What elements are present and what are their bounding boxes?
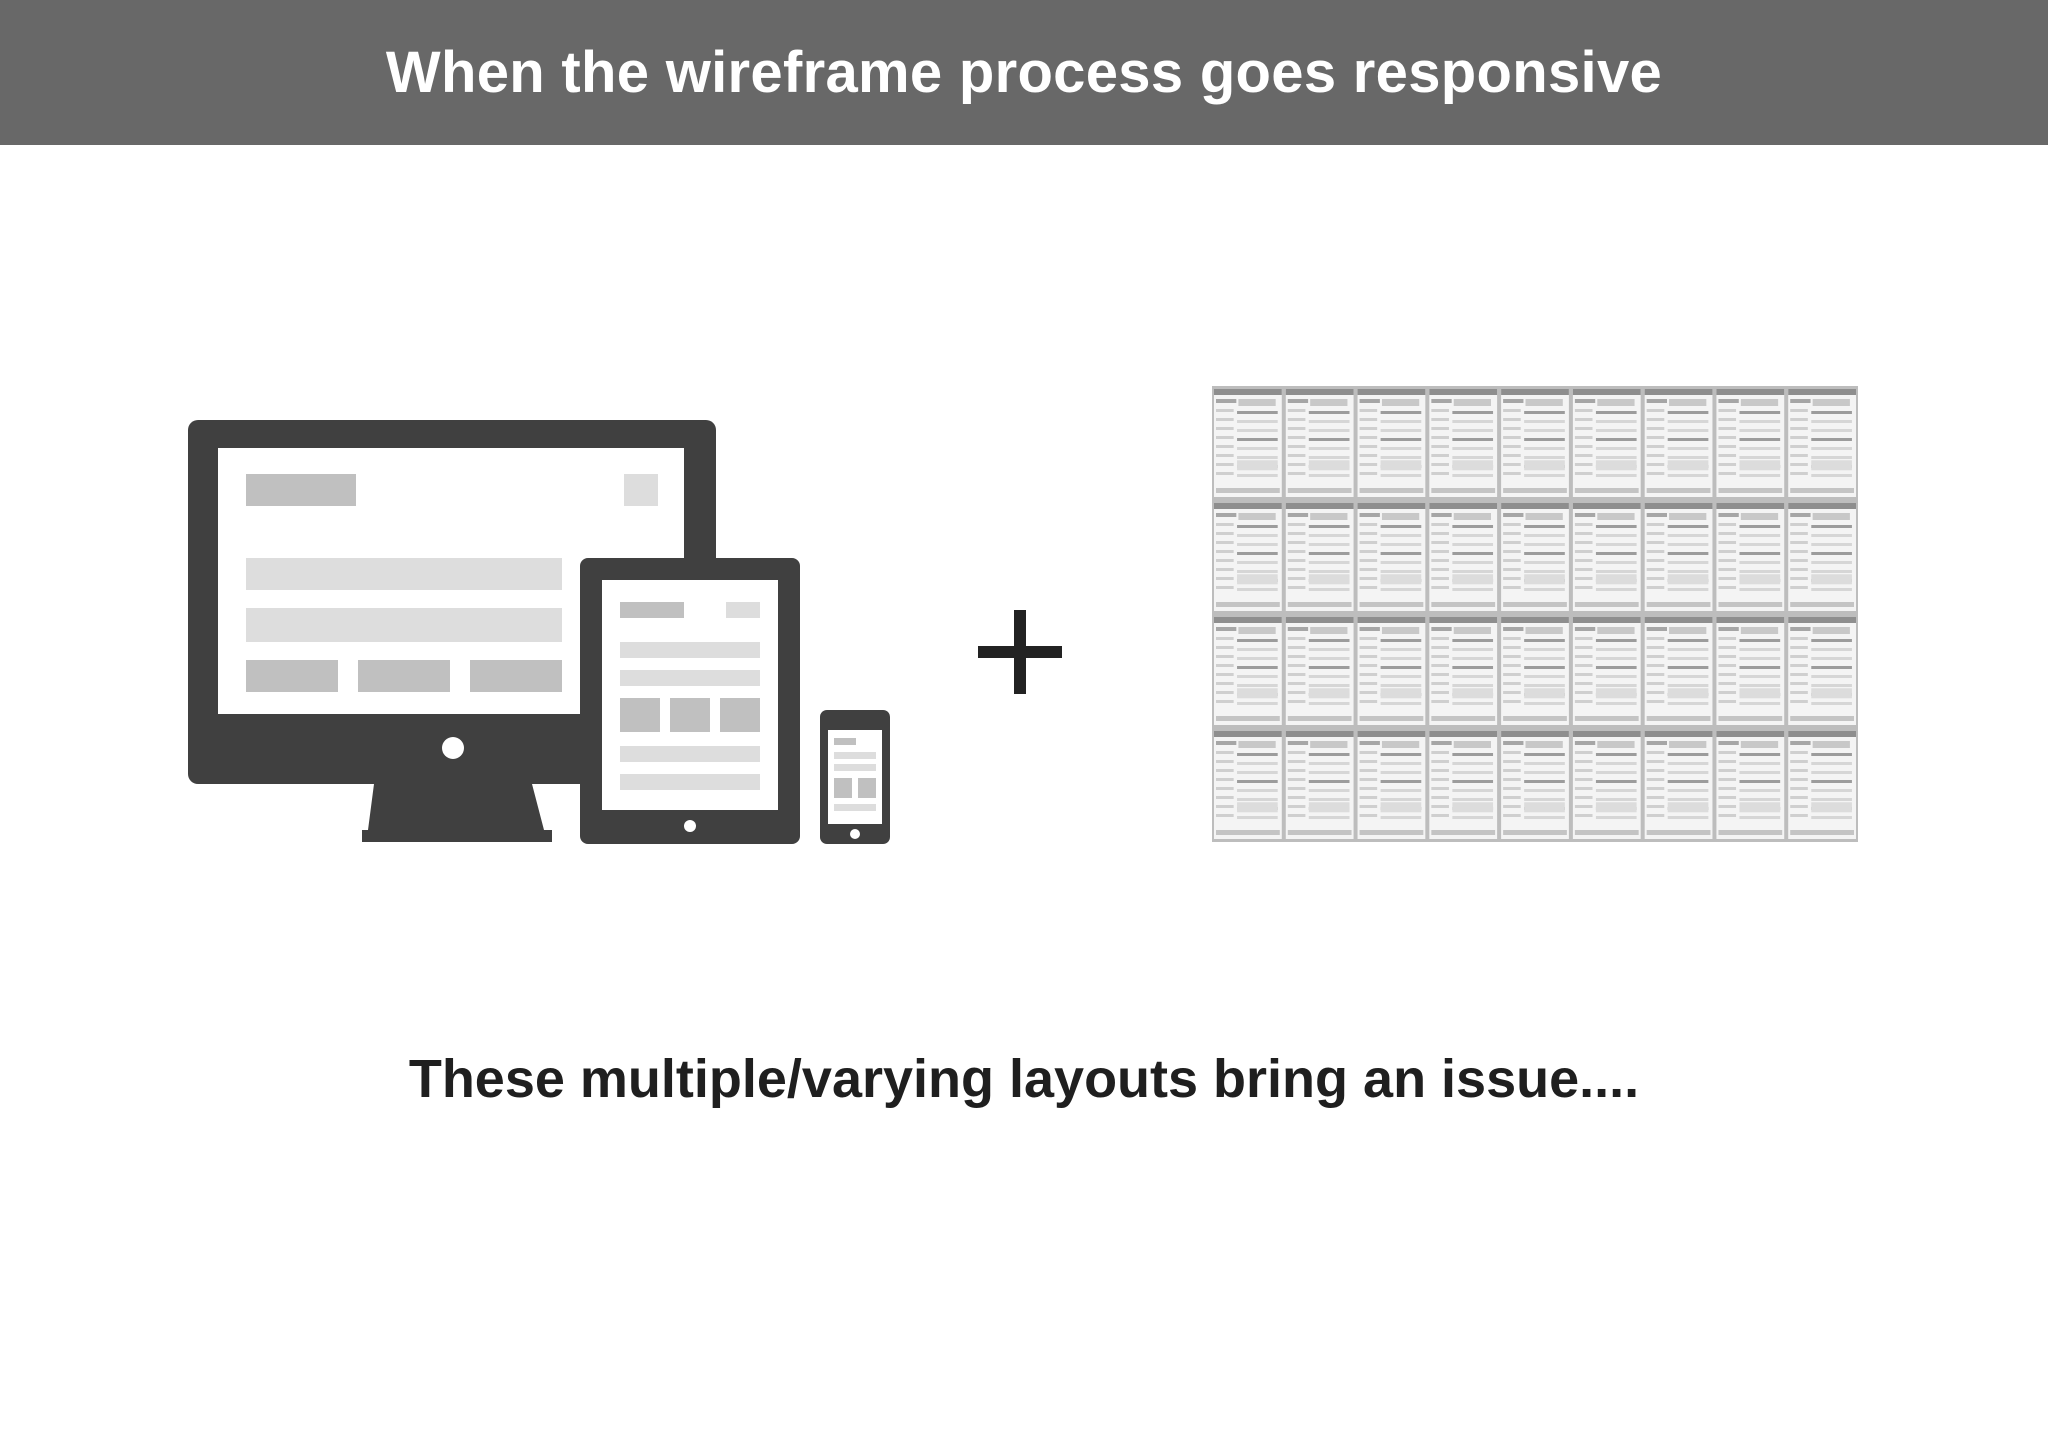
page-title: When the wireframe process goes responsi… — [385, 40, 1663, 105]
wireframe-collage-image — [1212, 386, 1858, 842]
caption-text: These multiple/varying layouts bring an … — [408, 1049, 1640, 1109]
tablet-icon — [580, 558, 800, 844]
phone-icon — [820, 710, 890, 844]
title-bar: When the wireframe process goes responsi… — [0, 0, 2048, 145]
responsive-devices-icon — [188, 420, 890, 844]
plus-icon — [978, 610, 1062, 694]
